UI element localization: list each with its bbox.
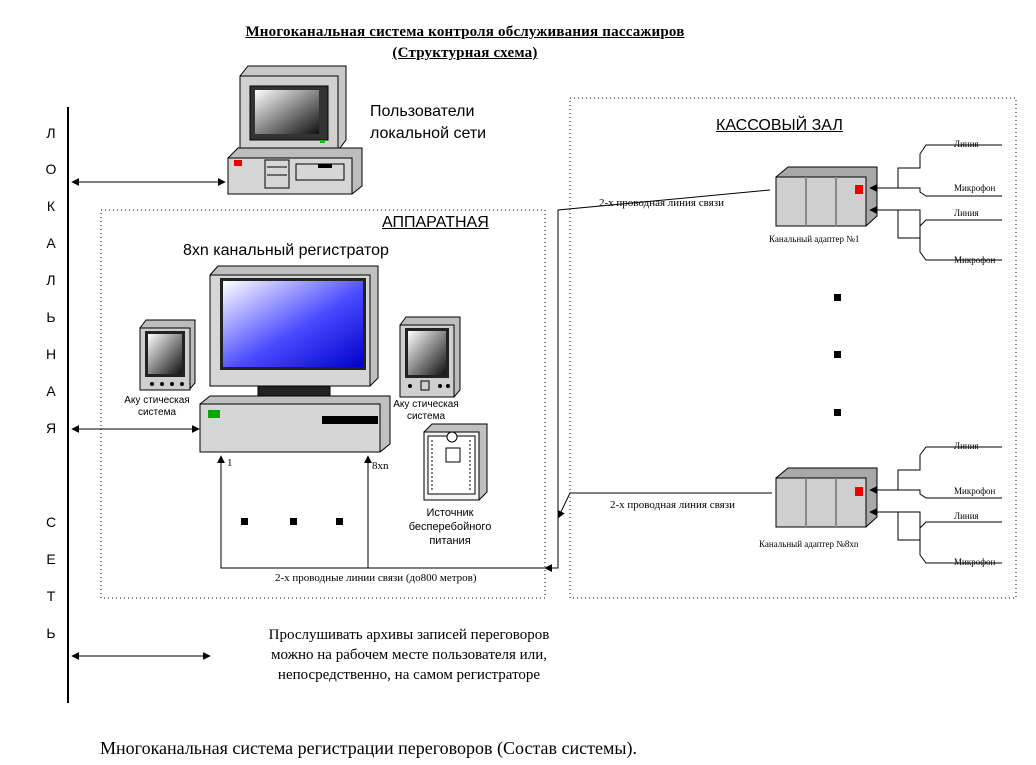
cash-hall-title: КАССОВЫЙ ЗАЛ (716, 117, 843, 134)
ellipsis-dot (336, 518, 343, 525)
lan-letter: К (46, 198, 56, 214)
line-to-adapter-top (544, 189, 771, 572)
ellipsis-dot (241, 518, 248, 525)
recorder-monitor-icon (209, 265, 379, 399)
adapter-top-label: Канальный адаптер №1 (769, 234, 860, 244)
lan-letter: О (45, 161, 57, 177)
lan-letter: Е (46, 551, 56, 567)
link-label-bottom: 2-х проводная линия связи (610, 499, 735, 511)
port-n-label: 8хn (372, 460, 389, 472)
lan-letter: А (46, 383, 56, 399)
adapter-bottom-label: Канальный адаптер №8хn (759, 539, 859, 549)
recorder-label: 8хn канальный регистратор (183, 242, 389, 259)
speaker-right-line2: система (406, 411, 446, 422)
input-mic-label: Микрофон (954, 255, 996, 265)
lan-letter: Л (46, 125, 56, 141)
lan-letter: А (46, 235, 56, 251)
footer-note-line2: можно на рабочем месте пользователя или, (271, 647, 547, 663)
lan-letter: Ь (46, 625, 56, 641)
input-line-label: Линия (954, 511, 979, 521)
speaker-left-icon (139, 319, 196, 391)
lan-letter: С (45, 514, 57, 530)
speaker-left-label: Аку стическая система (112, 395, 202, 419)
ups-line1: Источник (426, 507, 474, 519)
adapter-bottom-icon (775, 467, 878, 528)
footer-note-line1: Прослушивать архивы записей переговоров (268, 627, 550, 643)
recorder-unit-icon (199, 395, 391, 453)
line-port-n (364, 455, 545, 569)
ellipsis-dot (834, 409, 841, 416)
diagram-title: Многоканальная система контроля обслужив… (245, 24, 685, 40)
cash-hall-box (569, 97, 1017, 599)
ellipsis-dot (290, 518, 297, 525)
adapter-top-icon (775, 166, 878, 227)
lan-letter: Л (46, 272, 56, 288)
port-1-label: 1 (227, 457, 233, 469)
line-to-adapter-bottom (557, 492, 772, 519)
lan-user-computer-icon (227, 65, 363, 195)
footer-note: Прослушивать архивы записей переговоров … (214, 625, 604, 685)
link-label-top: 2-х проводная линия связи (599, 197, 724, 209)
speaker-right-line1: Аку стическая (393, 399, 459, 410)
ups-line3: питания (429, 535, 471, 547)
input-mic-label: Микрофон (954, 183, 996, 193)
inputs-top-connectors (869, 144, 1002, 261)
speaker-left-line1: Аку стическая (124, 395, 190, 406)
ups-line2: бесперебойного (408, 521, 492, 533)
equipment-lines-label: 2-х проводные линии связи (до800 метров) (275, 572, 477, 584)
speaker-right-label: Аку стическая система (386, 399, 466, 423)
ellipsis-dot (834, 294, 841, 301)
speaker-left-line2: система (137, 407, 177, 418)
figure-caption: Многоканальная система регистрации перег… (100, 738, 637, 758)
diagram-subtitle: (Структурная схема) (392, 45, 538, 61)
equipment-room-title: АППАРАТНАЯ (382, 214, 489, 231)
ups-label: Источник бесперебойного питания (395, 506, 505, 548)
input-mic-label: Микрофон (954, 557, 996, 567)
input-line-label: Линия (954, 139, 979, 149)
ups-icon (423, 423, 488, 501)
lan-letter: Я (45, 420, 57, 436)
speaker-right-icon (399, 316, 461, 398)
inputs-bottom-connectors (869, 446, 1002, 564)
lan-letter: Т (46, 588, 56, 604)
ellipsis-dot (834, 351, 841, 358)
lan-users-line2: локальной сети (370, 125, 487, 142)
input-line-label: Линия (954, 441, 979, 451)
input-line-label: Линия (954, 208, 979, 218)
lan-users-line1: Пользователи (370, 103, 475, 120)
footer-note-line3: непосредственно, на самом регистраторе (277, 667, 541, 683)
lan-letter: Ь (46, 309, 56, 325)
input-mic-label: Микрофон (954, 486, 996, 496)
lan-users-label: Пользователи локальной сети (370, 101, 486, 145)
lan-letter: Н (45, 346, 57, 362)
